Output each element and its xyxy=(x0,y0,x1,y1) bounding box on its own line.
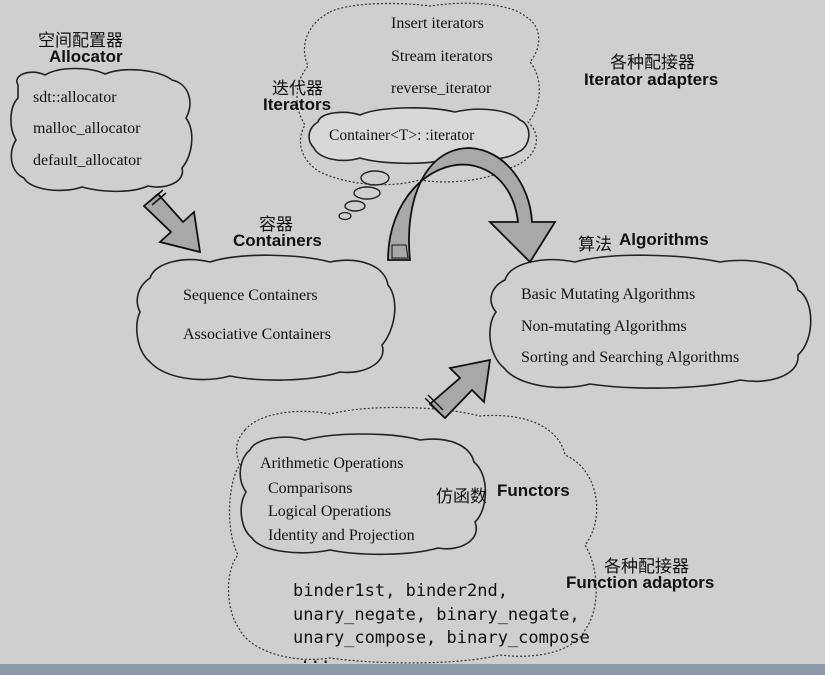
functors-title-cn: 仿函数 xyxy=(436,487,487,507)
iterator-adapters-title-cn: 各种配接器 xyxy=(610,53,695,73)
algorithm-item: Sorting and Searching Algorithms xyxy=(521,349,740,366)
functor-item: Logical Operations xyxy=(268,503,392,520)
function-adaptor-line: unary_negate, binary_negate, xyxy=(293,605,580,625)
iterators-title-en: Iterators xyxy=(263,95,332,114)
function-adaptor-line: unary_compose, binary_compose xyxy=(293,628,590,648)
algorithm-item: Non-mutating Algorithms xyxy=(521,318,687,335)
allocator-cloud xyxy=(10,67,193,193)
algorithms-cloud xyxy=(489,254,812,389)
functor-item: Arithmetic Operations xyxy=(260,455,404,472)
containers-title-en: Containers xyxy=(233,231,322,250)
algorithms-title-cn: 算法 xyxy=(578,235,612,255)
iterators-title-cn: 迭代器 xyxy=(272,79,323,99)
algorithms-title-en: Algorithms xyxy=(619,230,709,249)
bottom-strip xyxy=(0,664,825,675)
iterator-core-label: Container<T>: :iterator xyxy=(329,127,475,144)
allocator-item: sdt::allocator xyxy=(33,89,117,106)
arrow-functors-to-algorithms xyxy=(424,358,492,420)
functor-item: Comparisons xyxy=(268,480,353,497)
allocator-title-cn: 空间配置器 xyxy=(38,31,123,51)
iterator-item: reverse_iterator xyxy=(391,80,492,97)
container-item: Sequence Containers xyxy=(183,287,318,304)
containers-title-cn: 容器 xyxy=(259,215,293,235)
functors-title-en: Functors xyxy=(497,481,570,500)
functor-item: Identity and Projection xyxy=(268,527,415,544)
function-adaptors-title-cn: 各种配接器 xyxy=(604,557,689,577)
allocator-item: malloc_allocator xyxy=(33,120,141,137)
arrow-iterators-to-algorithms xyxy=(387,147,557,264)
iterator-item: Insert iterators xyxy=(391,15,484,32)
iterator-item: Stream iterators xyxy=(391,48,493,65)
arrow-allocator-to-containers xyxy=(142,189,202,254)
function-adaptor-line: binder1st, binder2nd, xyxy=(293,581,508,601)
containers-cloud xyxy=(136,254,396,381)
function-adaptors-title-en: Function adaptors xyxy=(566,573,715,592)
algorithm-item: Basic Mutating Algorithms xyxy=(521,286,696,303)
functors-inner-cloud xyxy=(239,433,487,556)
allocator-item: default_allocator xyxy=(33,152,142,169)
allocator-title-en: Allocator xyxy=(49,47,123,66)
container-item: Associative Containers xyxy=(183,326,331,343)
iterator-adapters-title-en: Iterator adapters xyxy=(584,70,719,89)
function-adaptor-ellipsis: ... xyxy=(300,648,331,668)
